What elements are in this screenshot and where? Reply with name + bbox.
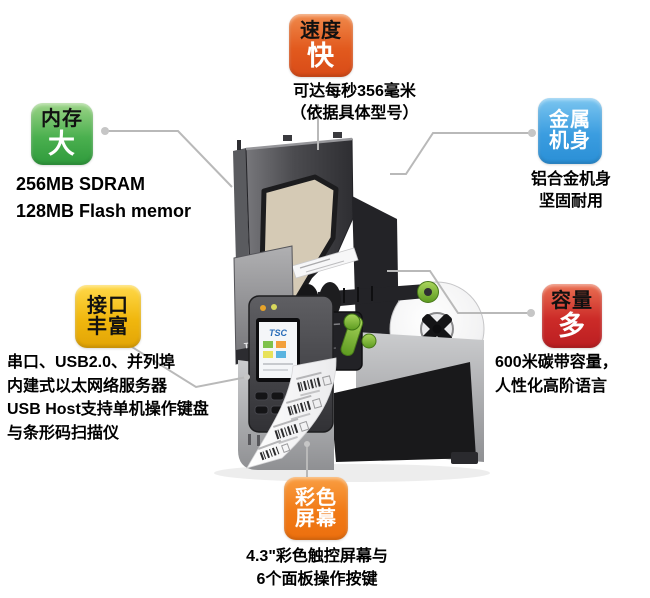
memory-description: 256MB SDRAM 128MB Flash memor xyxy=(16,174,192,221)
memory-badge: 内存 大 xyxy=(31,103,93,165)
connector-dot xyxy=(101,127,109,135)
speed-badge: 速度 快 xyxy=(289,14,353,77)
screen-badge: 彩色 屏幕 xyxy=(284,477,348,540)
memory-badge-line1: 内存 xyxy=(41,108,83,131)
capacity-description: 600米碳带容量， 人性化高阶语言 xyxy=(495,354,618,395)
metal-body-description: 铝合金机身 坚固耐用 xyxy=(530,171,611,210)
label-barcode xyxy=(296,371,333,397)
brand-logo-screen: TSC xyxy=(269,328,288,338)
capacity-badge-line2: 多 xyxy=(558,311,586,342)
connector-dot xyxy=(244,374,250,380)
label-barcode xyxy=(273,417,310,445)
metal-body-badge: 金属 机身 xyxy=(538,98,602,164)
capacity-badge: 容量 多 xyxy=(542,284,602,348)
lid-side-wall xyxy=(352,196,399,346)
label-strip-output xyxy=(246,357,337,469)
connector-interfaces xyxy=(107,331,248,389)
connector-dot xyxy=(527,309,535,317)
speed-badge-line2: 快 xyxy=(307,40,335,71)
screen-description: 4.3"彩色触控屏幕与 6个面板操作按键 xyxy=(246,548,388,588)
connector-dot xyxy=(528,129,536,137)
label-barcode xyxy=(258,439,291,461)
memory-badge-line2: 大 xyxy=(48,129,76,160)
interfaces-badge-line1: 接口 xyxy=(87,294,129,317)
connector-metal-body xyxy=(390,132,532,175)
metal-body-badge-line2: 机身 xyxy=(549,130,591,152)
interfaces-badge: 接口 丰富 xyxy=(75,285,141,348)
lcd-screen xyxy=(259,322,297,378)
connector-memory xyxy=(105,130,233,188)
screen-badge-line1: 彩色 xyxy=(295,486,337,509)
body-base-wedge xyxy=(330,362,476,462)
interfaces-description: 串口、USB2.0、并列埠 内建式以太网络服务器 USB Host支持单机操作键… xyxy=(7,354,209,442)
metal-body-badge-line1: 金属 xyxy=(549,109,591,131)
screen-badge-line2: 屏幕 xyxy=(295,507,337,530)
interfaces-badge-line2: 丰富 xyxy=(87,315,129,338)
connector-dot xyxy=(304,441,310,447)
capacity-badge-line1: 容量 xyxy=(551,290,593,313)
label-barcode xyxy=(286,394,323,421)
status-led-amber xyxy=(260,305,266,311)
connector-capacity xyxy=(387,270,531,314)
speed-description: 可达每秒356毫米 （依据具体型号） xyxy=(290,83,419,122)
speed-badge-line1: 速度 xyxy=(300,19,342,42)
deck-label-sheet xyxy=(291,247,359,279)
status-led-yellow xyxy=(271,304,277,310)
lever-green-knob xyxy=(361,333,377,349)
